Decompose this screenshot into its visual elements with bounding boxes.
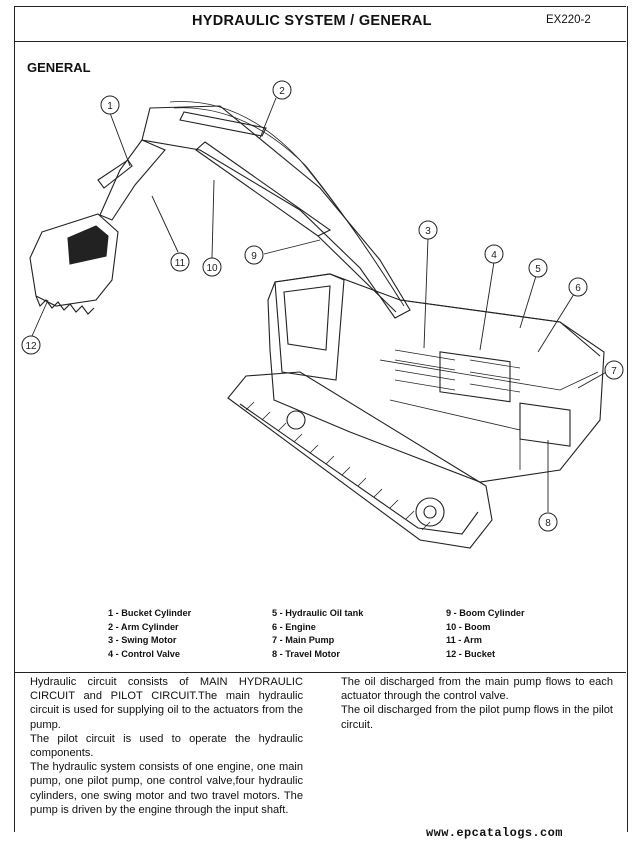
boom bbox=[141, 105, 411, 319]
legend-item: 5 - Hydraulic Oil tank bbox=[272, 608, 364, 618]
watermark-link[interactable]: www.epcatalogs.com bbox=[426, 826, 563, 840]
arm bbox=[99, 139, 166, 221]
legend-item: 2 - Arm Cylinder bbox=[108, 621, 179, 632]
legend-column-1: 1 - Bucket Cylinder 2 - Arm Cylinder 3 -… bbox=[108, 607, 191, 661]
legend-item: 1 - Bucket Cylinder bbox=[108, 608, 192, 618]
legend-item: 6 - Engine bbox=[272, 621, 316, 632]
svg-text:1: 1 bbox=[107, 101, 113, 112]
paragraph: The oil discharged from the main pump fl… bbox=[341, 676, 613, 703]
oil-tank bbox=[439, 351, 511, 403]
engine-detail bbox=[394, 349, 521, 393]
svg-text:10: 10 bbox=[206, 263, 218, 274]
leader-lines bbox=[31, 97, 611, 512]
callout-12: 12 bbox=[21, 335, 41, 355]
excavator-diagram: 1 2 3 4 5 6 7 8 9 10 11 12 bbox=[21, 80, 624, 549]
page-title: HYDRAULIC SYSTEM / GENERAL bbox=[192, 13, 432, 29]
legend-item: 11 - Arm bbox=[446, 635, 482, 645]
svg-text:5: 5 bbox=[535, 264, 541, 275]
header-bar bbox=[14, 6, 626, 42]
legend-item: 8 - Travel Motor bbox=[272, 648, 340, 659]
paragraph: The hydraulic system consists of one eng… bbox=[30, 761, 303, 816]
svg-text:6: 6 bbox=[575, 283, 581, 294]
bucket-cylinder bbox=[97, 159, 133, 189]
legend-item: 3 - Swing Motor bbox=[108, 635, 177, 645]
track-inner bbox=[239, 403, 479, 535]
page-frame bbox=[14, 6, 628, 832]
cab-window bbox=[283, 285, 331, 351]
legend-column-2: 5 - Hydraulic Oil tank 6 - Engine 7 - Ma… bbox=[272, 607, 363, 661]
svg-text:11: 11 bbox=[175, 258, 186, 269]
track-links bbox=[245, 401, 431, 531]
cab bbox=[274, 273, 345, 381]
legend-item: 12 - Bucket bbox=[446, 648, 496, 659]
body-text-right: The oil discharged from the main pump fl… bbox=[341, 675, 613, 732]
model-code: EX220-2 bbox=[546, 14, 591, 26]
paragraph: The oil discharged from the pilot pump f… bbox=[341, 704, 613, 731]
legend-item: 9 - Boom Cylinder bbox=[446, 608, 525, 618]
callout-8: 8 bbox=[538, 512, 558, 532]
callout-7: 7 bbox=[604, 360, 624, 380]
callout-markers: 1 2 3 4 5 6 7 8 9 10 11 12 bbox=[21, 80, 624, 532]
svg-text:8: 8 bbox=[545, 518, 551, 529]
legend-item: 10 - Boom bbox=[446, 621, 491, 632]
paragraph: The pilot circuit is used to operate the… bbox=[30, 732, 303, 760]
svg-text:12: 12 bbox=[25, 341, 37, 352]
legend-column-3: 9 - Boom Cylinder 10 - Boom 11 - Arm 12 … bbox=[446, 607, 525, 661]
bucket bbox=[29, 213, 119, 307]
callout-4: 4 bbox=[484, 244, 504, 264]
legend-item: 4 - Control Valve bbox=[108, 648, 180, 659]
callout-3: 3 bbox=[418, 220, 438, 240]
legend-item: 7 - Main Pump bbox=[272, 635, 335, 645]
callout-10: 10 bbox=[202, 257, 222, 277]
diagram-area bbox=[14, 52, 626, 673]
svg-text:9: 9 bbox=[251, 251, 257, 262]
idler-wheel bbox=[286, 410, 306, 430]
track-frame bbox=[227, 371, 493, 549]
svg-text:4: 4 bbox=[491, 250, 497, 261]
boom-cylinder bbox=[195, 141, 332, 237]
callout-11: 11 bbox=[170, 252, 190, 272]
callout-9: 9 bbox=[244, 245, 264, 265]
sprocket bbox=[415, 497, 445, 527]
callout-2: 2 bbox=[272, 80, 292, 100]
body-text-left: Hydraulic circuit consists of MAIN HYDRA… bbox=[30, 675, 303, 817]
callout-1: 1 bbox=[100, 95, 120, 115]
section-title: GENERAL bbox=[27, 60, 91, 75]
paragraph: Hydraulic circuit consists of MAIN HYDRA… bbox=[30, 676, 303, 731]
callout-6: 6 bbox=[568, 277, 588, 297]
engine-block bbox=[519, 402, 571, 447]
callout-5: 5 bbox=[528, 258, 548, 278]
svg-text:2: 2 bbox=[279, 86, 285, 97]
svg-text:7: 7 bbox=[611, 366, 617, 377]
svg-text:3: 3 bbox=[425, 226, 431, 237]
arm-cylinder bbox=[179, 111, 267, 137]
bucket-teeth bbox=[35, 295, 95, 315]
